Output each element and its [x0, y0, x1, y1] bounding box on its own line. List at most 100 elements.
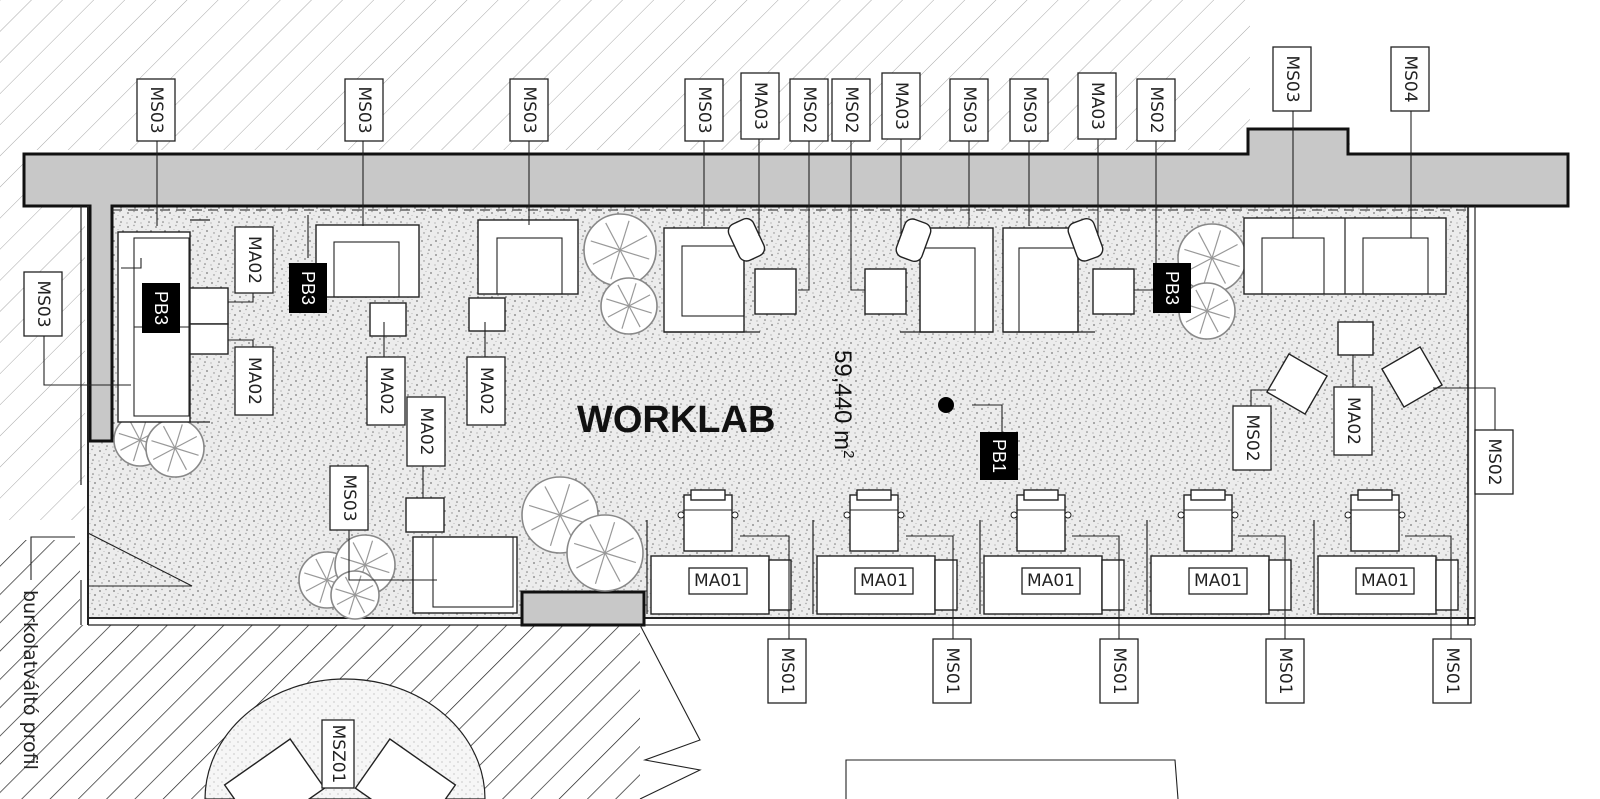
pb3-marker: PB3	[142, 283, 180, 333]
ms04-tag: MS04	[1390, 46, 1430, 112]
ms03-tag: MS03	[136, 78, 176, 142]
area-unit-sup: 2	[840, 450, 857, 458]
svg-text:MA01: MA01	[1361, 571, 1409, 591]
ms02-tag: MS02	[831, 78, 871, 142]
workstation-desk	[1146, 489, 1292, 615]
ms01-tag: MS01	[767, 638, 807, 704]
pb3-marker: PB3	[289, 263, 327, 313]
svg-text:PB3: PB3	[1162, 271, 1182, 305]
ma02-tag: MA02	[234, 226, 274, 294]
ms03-tag: MS03	[329, 465, 369, 531]
ma03-tag: MA03	[1077, 72, 1117, 140]
svg-text:PB3: PB3	[298, 271, 318, 305]
ma01-tag: MA01	[854, 567, 914, 595]
plant-icon	[145, 418, 205, 478]
svg-text:MA01: MA01	[694, 571, 742, 591]
ma02-tag: MA02	[466, 356, 506, 426]
plant-icon	[583, 213, 657, 287]
ma01-tag: MA01	[1355, 567, 1415, 595]
svg-text:MA02: MA02	[1343, 397, 1363, 445]
svg-text:MA03: MA03	[1087, 82, 1107, 130]
svg-text:MS01: MS01	[1275, 647, 1295, 694]
svg-text:MS01: MS01	[777, 647, 797, 694]
svg-text:MS02: MS02	[1242, 414, 1262, 461]
pb1-marker: PB1	[980, 432, 1018, 480]
ma01-tag: MA01	[1021, 567, 1081, 595]
plants	[113, 213, 1247, 620]
svg-text:MS02: MS02	[1484, 438, 1504, 485]
svg-text:MS03: MS03	[519, 86, 539, 133]
svg-text:MA03: MA03	[750, 82, 770, 130]
ms03-tag: MS03	[344, 78, 384, 142]
svg-text:MS02: MS02	[841, 86, 861, 133]
svg-text:MS01: MS01	[1442, 647, 1462, 694]
pb1-anchor-point	[938, 397, 954, 413]
ma03-tag: MA03	[881, 72, 921, 140]
leader-lines	[30, 110, 1496, 639]
ma02-tag: MA02	[234, 346, 274, 416]
svg-text:MS03: MS03	[959, 86, 979, 133]
svg-text:MS04: MS04	[1400, 55, 1420, 102]
ms03-tag: MS03	[1272, 46, 1312, 112]
svg-text:59,440 m2: 59,440 m2	[829, 350, 857, 458]
exterior-hatch-bottom	[0, 540, 640, 799]
ms02-tag: MS02	[1232, 405, 1272, 471]
plant-icon	[330, 570, 380, 620]
exterior-hatch-top	[0, 0, 1350, 520]
pb3-marker: PB3	[1153, 263, 1191, 313]
svg-text:MS03: MS03	[33, 280, 53, 327]
svg-text:MS03: MS03	[1019, 86, 1039, 133]
ms03-tag: MS03	[1009, 78, 1049, 142]
ma03-tag: MA03	[740, 72, 780, 140]
room-area: 59,440 m2	[829, 350, 857, 458]
ma02-tag: MA02	[366, 356, 406, 426]
ms02-tag: MS02	[1474, 429, 1514, 495]
svg-text:MS03: MS03	[146, 86, 166, 133]
walls	[22, 127, 1570, 799]
ms02-tag: MS02	[789, 78, 829, 142]
svg-text:PB3: PB3	[151, 291, 171, 325]
svg-text:MS01: MS01	[1109, 647, 1129, 694]
svg-text:MA02: MA02	[244, 357, 264, 405]
svg-text:MS01: MS01	[942, 647, 962, 694]
svg-text:MA01: MA01	[1027, 571, 1075, 591]
room-name: WORKLAB	[577, 399, 775, 441]
svg-text:MA01: MA01	[860, 571, 908, 591]
ms01-tag: MS01	[1099, 638, 1139, 704]
workstation-desk	[1313, 489, 1459, 615]
floor-transition-label: burkolatváltó profil	[19, 590, 41, 770]
svg-text:MS03: MS03	[694, 86, 714, 133]
svg-text:MS03: MS03	[1282, 55, 1302, 102]
svg-text:MA03: MA03	[891, 82, 911, 130]
svg-text:MS02: MS02	[1146, 86, 1166, 133]
ms01-tag: MS01	[932, 638, 972, 704]
plant-icon	[566, 514, 644, 592]
svg-text:MA01: MA01	[1194, 571, 1242, 591]
ms03-tag: MS03	[23, 271, 63, 337]
ms03-tag: MS03	[684, 78, 724, 142]
svg-text:MS02: MS02	[799, 86, 819, 133]
ms01-tag: MS01	[1265, 638, 1305, 704]
ma02-tag: MA02	[1333, 386, 1373, 456]
svg-text:MA02: MA02	[244, 236, 264, 284]
svg-text:MA02: MA02	[376, 367, 396, 415]
ms03-tag: MS03	[509, 78, 549, 142]
ma01-tag: MA01	[1188, 567, 1248, 595]
ma01-tag: MA01	[688, 567, 748, 595]
msz01-tag: MSZ01	[321, 719, 355, 789]
svg-text:MS03: MS03	[354, 86, 374, 133]
ms02-tag: MS02	[1136, 78, 1176, 142]
plant-icon	[600, 277, 658, 335]
workstation-desk	[979, 489, 1125, 615]
ms01-tag: MS01	[1432, 638, 1472, 704]
svg-text:MSZ01: MSZ01	[328, 725, 348, 784]
svg-text:MS03: MS03	[339, 474, 359, 521]
ma02-tag: MA02	[406, 396, 446, 467]
area-number: 59,440 m	[829, 350, 856, 450]
plant-icon	[1177, 223, 1247, 293]
ms03-tag: MS03	[949, 78, 989, 142]
svg-text:PB1: PB1	[989, 439, 1009, 473]
svg-text:MA02: MA02	[476, 367, 496, 415]
svg-text:MA02: MA02	[416, 408, 436, 456]
